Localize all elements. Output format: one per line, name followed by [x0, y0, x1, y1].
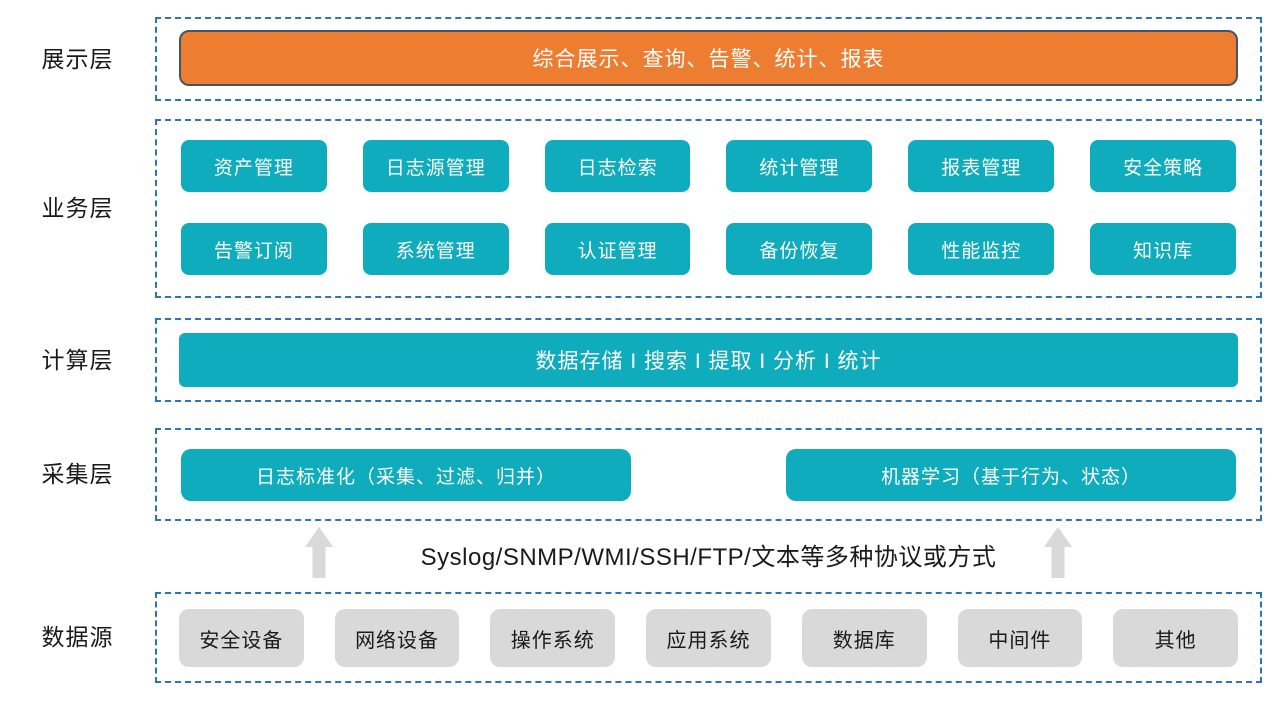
business-box-logsource-mgmt: 日志源管理 [362, 140, 509, 192]
business-box-system-mgmt: 系统管理 [362, 223, 509, 275]
layer-label-business: 业务层 [41, 195, 114, 221]
computing-layer-container: 数据存储 I 搜索 I 提取 I 分析 I 统计 [155, 318, 1262, 402]
business-box-security-policy: 安全策略 [1090, 140, 1236, 192]
layer-label-computing: 计算层 [41, 347, 114, 373]
datasource-box-other: 其他 [1113, 609, 1238, 667]
collection-box-machine-learning: 机器学习（基于行为、状态） [786, 449, 1236, 501]
business-box-log-search: 日志检索 [544, 140, 691, 192]
layer-label-datasource: 数据源 [41, 624, 114, 650]
protocol-text: Syslog/SNMP/WMI/SSH/FTP/文本等多种协议或方式 [420, 544, 997, 571]
business-box-alert-subscribe: 告警订阅 [181, 223, 327, 275]
layer-label-collection: 采集层 [41, 461, 114, 487]
business-layer-container: 资产管理 日志源管理 日志检索 统计管理 报表管理 安全策略 告警订阅 系统管理… [155, 119, 1262, 298]
business-box-report-mgmt: 报表管理 [908, 140, 1055, 192]
presentation-layer-container: 综合展示、查询、告警、统计、报表 [155, 17, 1262, 101]
datasource-box-security-device: 安全设备 [179, 609, 304, 667]
datasource-layer-container: 安全设备 网络设备 操作系统 应用系统 数据库 中间件 其他 [155, 592, 1262, 683]
datasource-box-database: 数据库 [801, 609, 927, 667]
business-box-stat-mgmt: 统计管理 [726, 140, 873, 192]
business-box-auth-mgmt: 认证管理 [544, 223, 691, 275]
business-box-knowledge-base: 知识库 [1090, 223, 1236, 275]
datasource-box-app-system: 应用系统 [646, 609, 771, 667]
business-grid: 资产管理 日志源管理 日志检索 统计管理 报表管理 安全策略 告警订阅 系统管理… [157, 121, 1260, 294]
business-box-backup-restore: 备份恢复 [726, 223, 873, 275]
datasource-box-os: 操作系统 [490, 609, 616, 667]
datasource-box-middleware: 中间件 [957, 609, 1083, 667]
datasource-box-network-device: 网络设备 [334, 609, 460, 667]
up-arrow-icon [305, 527, 333, 578]
collection-box-log-normalize: 日志标准化（采集、过滤、归并） [181, 449, 631, 501]
computing-box: 数据存储 I 搜索 I 提取 I 分析 I 统计 [179, 333, 1238, 387]
collection-layer-container: 日志标准化（采集、过滤、归并） 机器学习（基于行为、状态） [155, 428, 1262, 521]
up-arrow-icon [1044, 527, 1072, 578]
business-box-asset-mgmt: 资产管理 [181, 140, 327, 192]
collection-wrap: 日志标准化（采集、过滤、归并） 机器学习（基于行为、状态） [157, 430, 1260, 501]
business-box-perf-monitor: 性能监控 [908, 223, 1055, 275]
presentation-box: 综合展示、查询、告警、统计、报表 [179, 30, 1238, 86]
layer-label-presentation: 展示层 [41, 46, 114, 72]
datasource-grid: 安全设备 网络设备 操作系统 应用系统 数据库 中间件 其他 [157, 594, 1260, 682]
